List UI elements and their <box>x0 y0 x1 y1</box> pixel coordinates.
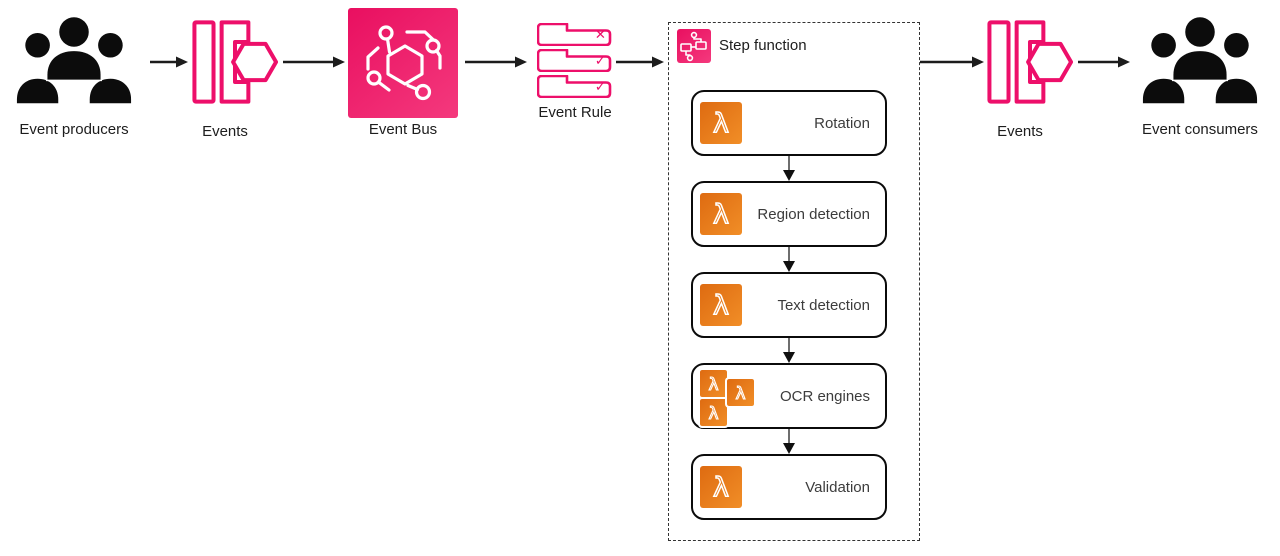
svg-text:λ: λ <box>713 200 729 231</box>
step-row-region-detection: λ Region detection <box>691 181 887 247</box>
arrow-rule-to-stepfunction <box>616 56 664 68</box>
step-function-label: Step function <box>719 37 807 54</box>
svg-text:λ: λ <box>735 384 745 404</box>
rule-check-mark: ✓ <box>594 79 606 94</box>
step-label: Validation <box>805 478 870 496</box>
event-rule-label: Event Rule <box>538 104 612 121</box>
lambda-icon: λ <box>700 284 742 326</box>
step-function-container: Step function λ Rotation λ Region detect… <box>668 22 920 541</box>
rule-check-mark: ✓ <box>594 53 606 68</box>
lambda-icon: λ <box>700 370 727 397</box>
arrow-down <box>783 156 795 181</box>
arrow-events-to-bus <box>283 56 345 68</box>
step-label: Text detection <box>777 296 870 314</box>
event-rule-icon: ✕ ✓ ✓ <box>537 23 613 98</box>
arrow-producers-to-events <box>150 56 188 68</box>
event-bus-label: Event Bus <box>368 121 438 138</box>
users-icon <box>1142 15 1258 104</box>
step-row-text-detection: λ Text detection <box>691 272 887 338</box>
event-consumers-label: Event consumers <box>1142 121 1258 138</box>
step-row-rotation: λ Rotation <box>691 90 887 156</box>
lambda-icon: λ <box>727 379 754 406</box>
svg-text:λ: λ <box>708 404 718 424</box>
step-row-ocr-engines: λ λ λ OCR engines <box>691 363 887 429</box>
event-icon <box>192 20 278 104</box>
svg-text:λ: λ <box>713 291 729 322</box>
rule-x-mark: ✕ <box>594 27 606 42</box>
users-icon <box>16 15 132 104</box>
step-row-validation: λ Validation <box>691 454 887 520</box>
event-rule-tag: ✕ <box>537 23 613 46</box>
lambda-icon: λ <box>700 399 727 426</box>
lambda-icon: λ <box>700 102 742 144</box>
svg-text:λ: λ <box>713 109 729 140</box>
arrow-events-to-consumers <box>1078 56 1130 68</box>
arrow-down <box>783 338 795 363</box>
step-label: OCR engines <box>779 387 870 405</box>
step-label: Region detection <box>757 205 870 223</box>
arrow-down <box>783 247 795 272</box>
arrow-down <box>783 429 795 454</box>
step-functions-icon <box>677 29 711 63</box>
events-out-label: Events <box>997 123 1043 140</box>
event-icon <box>987 20 1073 104</box>
eventbridge-bus-icon <box>348 8 458 118</box>
event-rule-tag: ✓ <box>537 49 613 72</box>
svg-text:λ: λ <box>713 473 729 504</box>
arrow-stepfunction-to-events <box>920 56 984 68</box>
event-rule-tag: ✓ <box>537 75 613 98</box>
step-label: Rotation <box>814 114 870 132</box>
arrow-bus-to-rule <box>465 56 527 68</box>
events-in-label: Events <box>202 123 248 140</box>
svg-text:λ: λ <box>708 375 718 395</box>
event-producers-label: Event producers <box>19 121 129 138</box>
lambda-icon: λ <box>700 193 742 235</box>
lambda-icon: λ <box>700 466 742 508</box>
